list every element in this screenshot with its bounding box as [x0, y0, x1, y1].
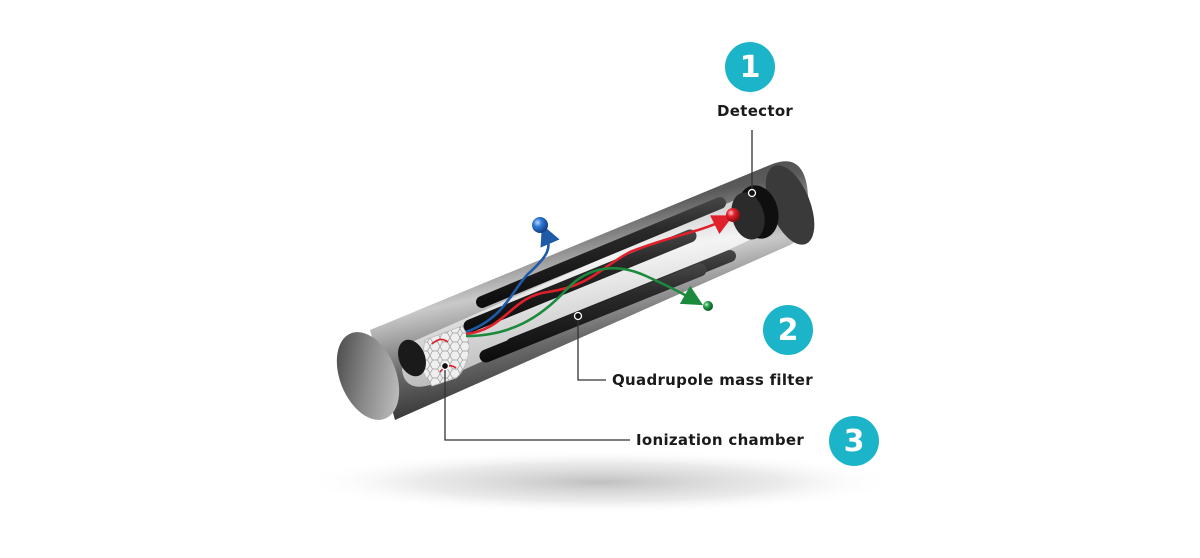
ion-trajectories [465, 208, 740, 338]
ionization-chamber [398, 325, 470, 387]
ion-blue [532, 217, 548, 233]
rod-top-back [476, 197, 726, 308]
callout-label-ionization: Ionization chamber [636, 431, 805, 449]
leader-line-quadrupole [577, 316, 606, 381]
ion-path-red [465, 215, 734, 336]
leader-line-ionization [444, 366, 630, 441]
ion-green [703, 301, 713, 311]
rod-top-front [463, 229, 697, 333]
ion-red [726, 208, 740, 222]
filament-disc [398, 339, 426, 377]
leader-lines [440, 130, 757, 441]
callout-label-detector: Detector [717, 102, 794, 120]
callout-badge-2: 2 [763, 305, 813, 355]
callout-badge-1: 1 [725, 42, 775, 92]
callout-badge-3: 3 [829, 416, 879, 466]
callout-label-quadrupole: Quadrupole mass filter [612, 371, 813, 389]
detector-assembly [731, 185, 779, 240]
floor-shadow [300, 450, 900, 514]
tube-front-cap [336, 332, 400, 420]
ion-path-blue [465, 224, 560, 334]
ion-path-green [465, 266, 704, 338]
